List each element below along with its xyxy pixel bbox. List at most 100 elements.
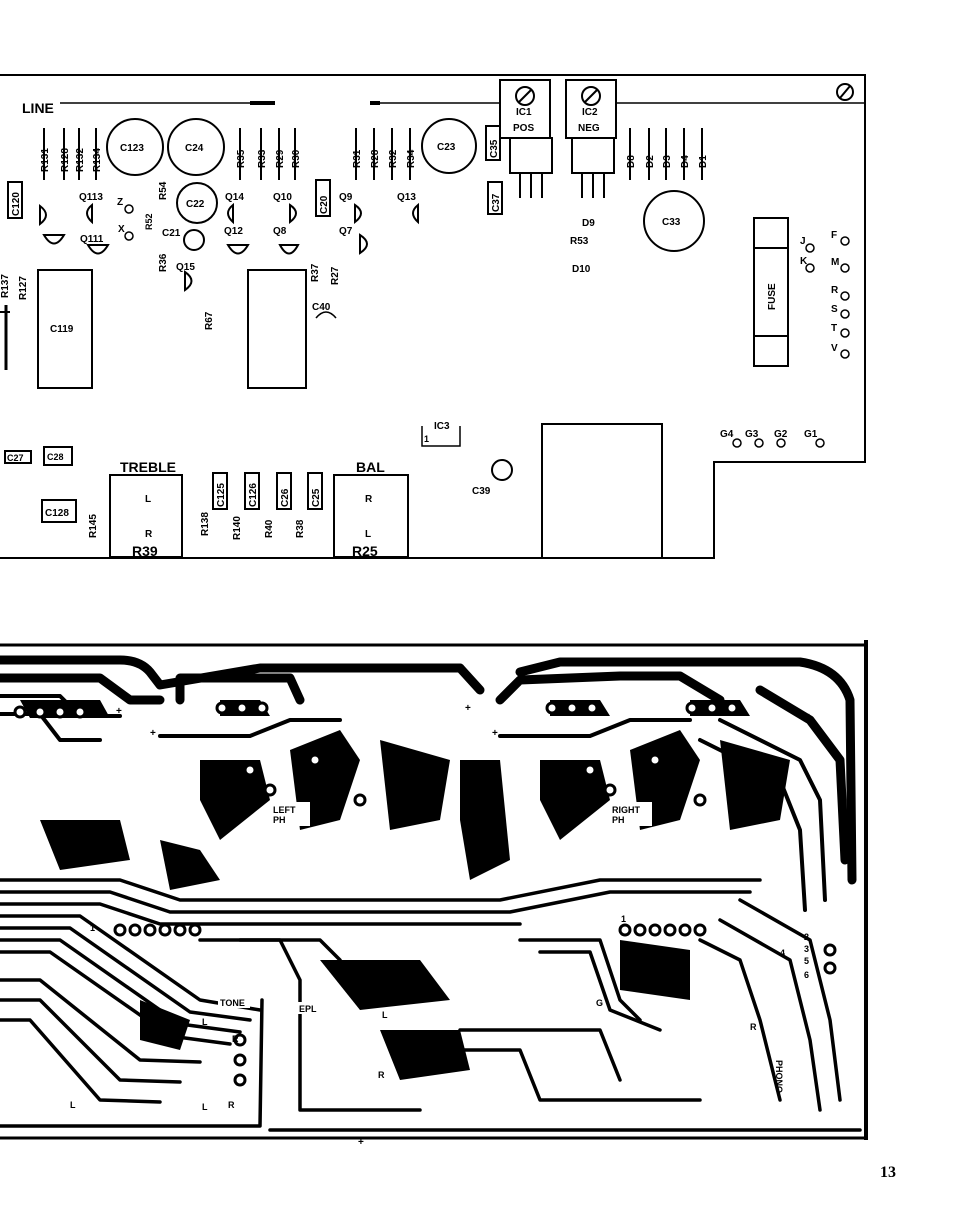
ic3-outline <box>421 426 461 447</box>
cap-c25 <box>307 472 323 510</box>
label-q15: Q15 <box>176 262 195 273</box>
label-k: K <box>800 256 808 267</box>
label-r138: R138 <box>200 512 211 536</box>
label-r134: R134 <box>92 148 103 172</box>
ic2-regulator <box>565 79 617 198</box>
ic1-type: POS <box>513 123 534 134</box>
label-g1: G1 <box>804 429 818 440</box>
label-r140: R140 <box>232 516 243 540</box>
ic1-regulator <box>499 79 553 198</box>
label-r28: R28 <box>370 149 381 168</box>
cap-c23 <box>421 118 477 174</box>
label-c20: C20 <box>319 195 330 214</box>
label-r54: R54 <box>158 181 169 200</box>
label-x: X <box>118 224 125 235</box>
ch-l-2: L <box>382 1010 388 1020</box>
label-r131: R131 <box>40 148 51 172</box>
label-c125: C125 <box>216 483 227 507</box>
bal-pot <box>333 474 409 558</box>
treble-pot <box>109 474 183 558</box>
left-ph-line1: LEFT <box>273 805 296 815</box>
label-r52: R52 <box>144 213 154 230</box>
ch-r-3: R <box>750 1022 757 1032</box>
label-r34: R34 <box>406 149 417 168</box>
layout-labels: LINE IC1 POS IC2 NEG C123 C24 C22 C23 C3… <box>0 100 839 559</box>
cap-c20 <box>315 179 331 217</box>
label-q8: Q8 <box>273 226 287 237</box>
cap-c119 <box>37 269 93 389</box>
label-g3: G3 <box>745 429 759 440</box>
line-title: LINE <box>22 100 54 116</box>
bal-bottom: L <box>365 529 371 540</box>
label-s: S <box>831 304 838 315</box>
plus-2: + <box>150 728 156 739</box>
label-z: Z <box>117 197 123 208</box>
label-r37: R37 <box>310 263 321 282</box>
bal-title: BAL <box>356 459 385 475</box>
label-r38: R38 <box>295 519 306 538</box>
label-c23: C23 <box>437 142 456 153</box>
epl-label: EPL <box>299 1004 317 1014</box>
label-g2: G2 <box>774 429 788 440</box>
label-c21: C21 <box>162 228 181 239</box>
cap-c27 <box>4 450 32 464</box>
cap-c35 <box>485 125 501 161</box>
ch-l-4: L <box>70 1100 76 1110</box>
label-c40: C40 <box>312 302 331 313</box>
label-c28: C28 <box>47 452 64 462</box>
label-c22: C22 <box>186 199 205 210</box>
pin-one-left: 1 <box>90 923 95 933</box>
ground-label: G <box>596 998 603 1008</box>
trace-labels: LEFT PH RIGHT PH TONE EPL PHONO 1 1 L R … <box>70 703 812 1148</box>
label-r35: R35 <box>236 149 247 168</box>
label-d1: D1 <box>698 155 709 168</box>
label-d10: D10 <box>572 264 591 275</box>
ch-r-1: R <box>232 1034 239 1044</box>
cap-c24 <box>167 118 225 176</box>
label-r33: R33 <box>257 149 268 168</box>
cap-c126 <box>244 472 260 510</box>
cap-c28 <box>43 446 73 466</box>
label-v: V <box>831 343 838 354</box>
label-r127: R127 <box>18 276 29 300</box>
fuse-holder <box>753 217 789 367</box>
label-c26: C26 <box>280 488 291 507</box>
block-mid <box>247 269 307 389</box>
plus-4: + <box>492 728 498 739</box>
transistors <box>39 202 419 292</box>
cap-c123 <box>106 118 164 176</box>
right-ph-line1: RIGHT <box>612 805 641 815</box>
cap-c37 <box>487 181 503 215</box>
label-c39: C39 <box>472 486 491 497</box>
pin-2: 2 <box>804 932 809 942</box>
cap-c128 <box>41 499 77 523</box>
label-d8: D8 <box>626 155 637 168</box>
label-c126: C126 <box>248 483 259 507</box>
cap-c33 <box>643 190 705 252</box>
label-r32: R32 <box>388 149 399 168</box>
page-number: 13 <box>880 1164 896 1181</box>
cap-c40 <box>315 311 337 319</box>
label-c33: C33 <box>662 217 681 228</box>
label-r132: R132 <box>75 148 86 172</box>
ic3-label: IC3 <box>434 421 450 432</box>
label-c37: C37 <box>491 193 502 212</box>
plus-1: + <box>116 706 122 717</box>
label-d3: D3 <box>662 155 673 168</box>
treble-top: L <box>145 494 151 505</box>
label-c35: C35 <box>489 139 500 158</box>
label-q9: Q9 <box>339 192 353 203</box>
tone-label: TONE <box>220 998 245 1008</box>
label-q10: Q10 <box>273 192 292 203</box>
mounting-screw <box>836 83 854 101</box>
ch-r-2: R <box>378 1070 385 1080</box>
label-r29: R29 <box>275 149 286 168</box>
ch-r-5: R <box>228 1100 235 1110</box>
bal-ref: R25 <box>352 543 378 559</box>
fuse-label: FUSE <box>767 283 778 310</box>
label-r67: R67 <box>204 311 215 330</box>
label-r145: R145 <box>88 514 99 538</box>
ch-l-5: L <box>202 1102 208 1112</box>
ch-l-1: L <box>202 1017 208 1027</box>
label-c25: C25 <box>311 488 322 507</box>
